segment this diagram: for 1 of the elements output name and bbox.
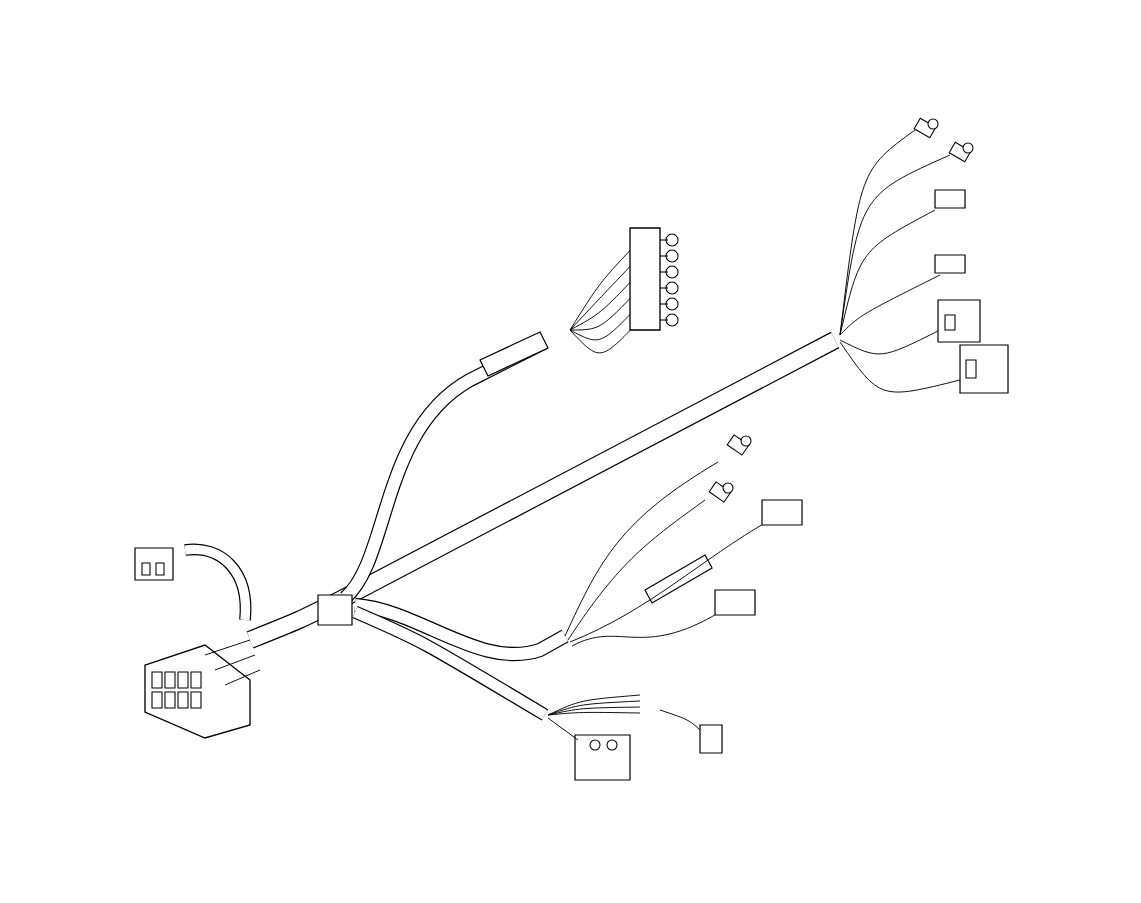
wiring-harness-drawing bbox=[134, 117, 1009, 781]
